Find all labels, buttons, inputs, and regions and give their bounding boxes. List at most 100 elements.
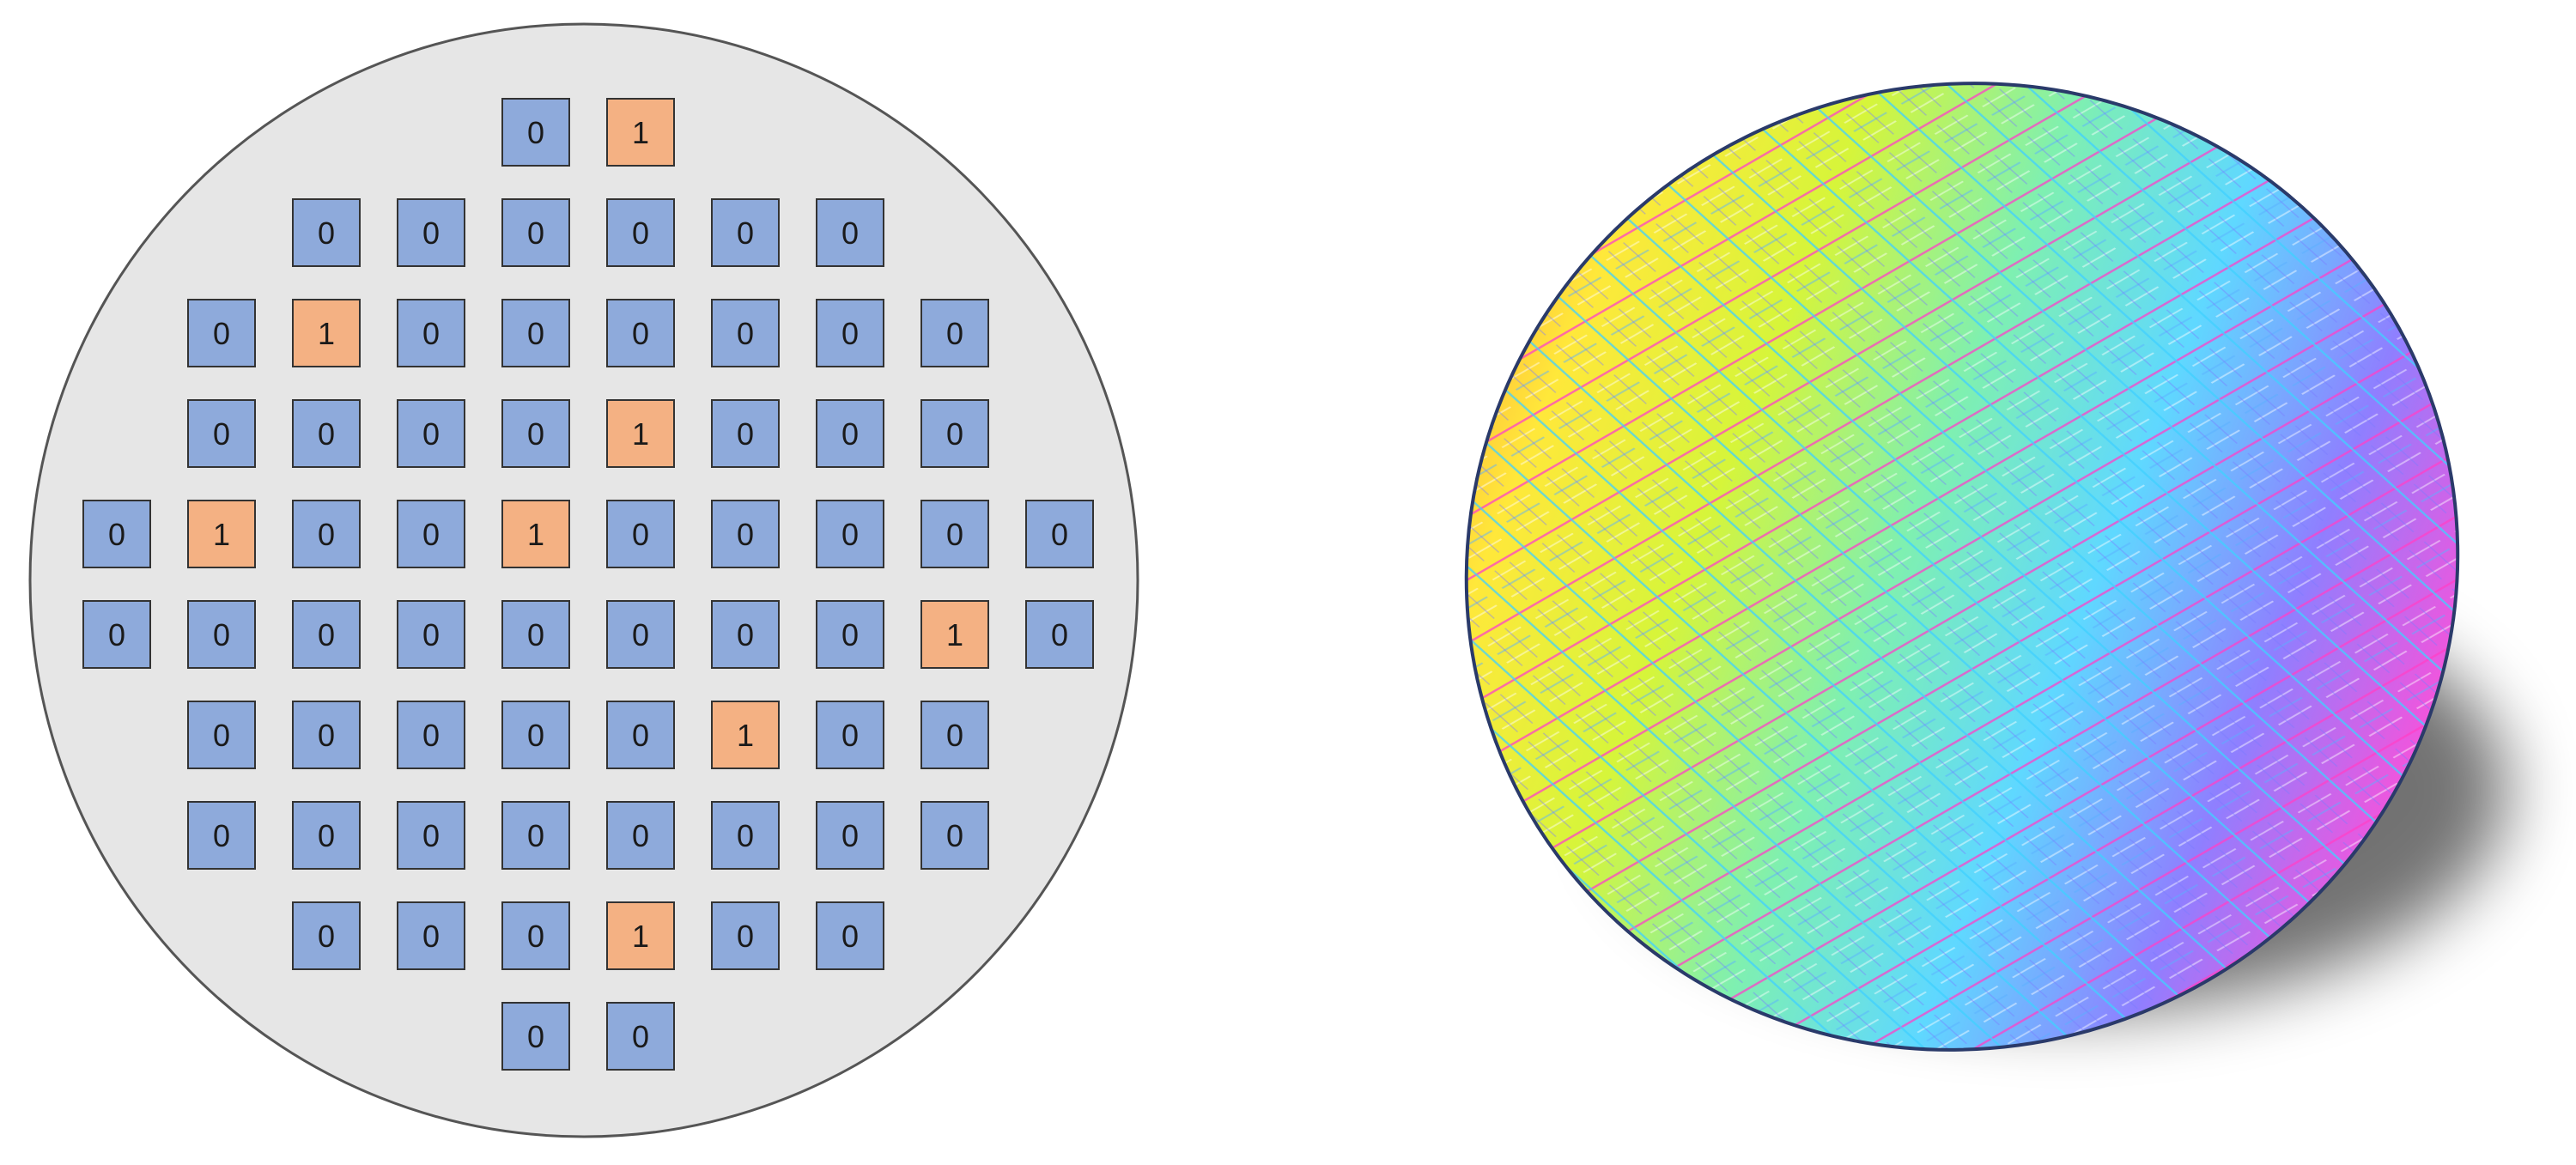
die-box bbox=[501, 399, 570, 468]
die-value: 0 bbox=[1051, 617, 1068, 652]
die-value: 0 bbox=[841, 517, 859, 552]
die-pass: 0 bbox=[711, 600, 780, 669]
die-value: 0 bbox=[1051, 517, 1068, 552]
die-pass: 0 bbox=[187, 701, 256, 769]
die-pass: 0 bbox=[501, 98, 570, 167]
die-box bbox=[606, 198, 675, 267]
die-box bbox=[501, 1002, 570, 1071]
die-pass: 0 bbox=[292, 500, 361, 568]
die-value: 0 bbox=[318, 617, 335, 652]
die-value: 0 bbox=[108, 517, 125, 552]
die-box bbox=[82, 500, 151, 568]
die-box bbox=[501, 299, 570, 367]
die-pass: 0 bbox=[187, 299, 256, 367]
die-value: 0 bbox=[632, 617, 649, 652]
die-box bbox=[292, 399, 361, 468]
die-box bbox=[816, 299, 884, 367]
die-box bbox=[606, 901, 675, 970]
die-pass: 0 bbox=[711, 901, 780, 970]
die-pass: 0 bbox=[816, 600, 884, 669]
die-value: 0 bbox=[213, 718, 230, 753]
die-box bbox=[397, 801, 465, 870]
die-value: 0 bbox=[841, 215, 859, 251]
die-box bbox=[397, 500, 465, 568]
die-value: 0 bbox=[318, 718, 335, 753]
die-fail: 1 bbox=[501, 500, 570, 568]
die-box bbox=[816, 198, 884, 267]
die-pass: 0 bbox=[397, 500, 465, 568]
die-value: 0 bbox=[527, 215, 544, 251]
die-box bbox=[187, 600, 256, 669]
wafer-surface bbox=[1320, 0, 2576, 1165]
die-box bbox=[711, 901, 780, 970]
die-box bbox=[920, 701, 989, 769]
die-value: 0 bbox=[422, 215, 440, 251]
die-pass: 0 bbox=[606, 1002, 675, 1071]
die-value: 0 bbox=[632, 718, 649, 753]
die-pass: 0 bbox=[292, 198, 361, 267]
die-box bbox=[606, 600, 675, 669]
die-box bbox=[501, 600, 570, 669]
die-pass: 0 bbox=[292, 901, 361, 970]
die-box bbox=[397, 198, 465, 267]
die-value: 0 bbox=[841, 416, 859, 452]
die-value: 0 bbox=[841, 919, 859, 954]
die-value: 0 bbox=[422, 718, 440, 753]
die-box bbox=[816, 901, 884, 970]
die-box bbox=[816, 701, 884, 769]
die-value: 0 bbox=[632, 818, 649, 853]
die-pass: 0 bbox=[187, 399, 256, 468]
die-value: 0 bbox=[318, 517, 335, 552]
die-value: 0 bbox=[632, 316, 649, 351]
die-pass: 0 bbox=[397, 198, 465, 267]
die-pass: 0 bbox=[606, 500, 675, 568]
die-value: 0 bbox=[632, 517, 649, 552]
die-box bbox=[606, 1002, 675, 1071]
die-box bbox=[397, 299, 465, 367]
die-value: 0 bbox=[737, 617, 754, 652]
die-value: 1 bbox=[737, 718, 754, 753]
die-value: 0 bbox=[527, 818, 544, 853]
die-box bbox=[711, 299, 780, 367]
die-fail: 1 bbox=[292, 299, 361, 367]
die-value: 1 bbox=[213, 517, 230, 552]
die-pass: 0 bbox=[920, 701, 989, 769]
die-box bbox=[816, 801, 884, 870]
wafer-rim bbox=[1464, 82, 2460, 1052]
die-pass: 0 bbox=[920, 399, 989, 468]
die-pass: 0 bbox=[606, 198, 675, 267]
die-value: 0 bbox=[841, 818, 859, 853]
die-value: 0 bbox=[737, 316, 754, 351]
die-box bbox=[711, 600, 780, 669]
die-value: 0 bbox=[946, 818, 963, 853]
die-box bbox=[711, 801, 780, 870]
die-pass: 0 bbox=[292, 600, 361, 669]
die-box bbox=[711, 500, 780, 568]
die-pass: 0 bbox=[606, 299, 675, 367]
die-box bbox=[711, 198, 780, 267]
die-pass: 0 bbox=[501, 801, 570, 870]
die-value: 0 bbox=[422, 517, 440, 552]
die-box bbox=[816, 500, 884, 568]
die-value: 1 bbox=[318, 316, 335, 351]
die-box bbox=[397, 901, 465, 970]
die-box bbox=[711, 701, 780, 769]
die-fail: 1 bbox=[920, 600, 989, 669]
die-box bbox=[187, 399, 256, 468]
die-box bbox=[501, 198, 570, 267]
die-value: 0 bbox=[841, 617, 859, 652]
die-box bbox=[1025, 600, 1094, 669]
die-box bbox=[920, 299, 989, 367]
die-value: 0 bbox=[318, 919, 335, 954]
die-fail: 1 bbox=[711, 701, 780, 769]
die-box bbox=[292, 198, 361, 267]
die-box bbox=[501, 801, 570, 870]
die-pass: 0 bbox=[711, 801, 780, 870]
die-value: 0 bbox=[213, 818, 230, 853]
die-value: 0 bbox=[946, 718, 963, 753]
die-pass: 0 bbox=[606, 801, 675, 870]
die-value: 0 bbox=[632, 215, 649, 251]
die-fail: 1 bbox=[606, 399, 675, 468]
die-value: 0 bbox=[213, 617, 230, 652]
die-value: 1 bbox=[527, 517, 544, 552]
